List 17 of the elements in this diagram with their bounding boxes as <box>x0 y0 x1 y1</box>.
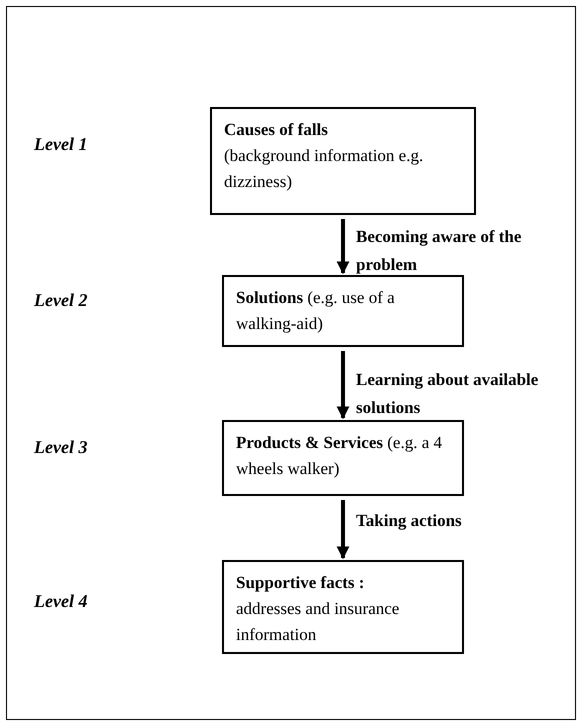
process-box <box>222 420 464 496</box>
process-box <box>222 560 464 654</box>
arrow <box>336 351 350 420</box>
box-text: Products & Services (e.g. a 4 wheels walker) <box>236 432 444 480</box>
arrow <box>336 219 350 274</box>
box-text: addresses and insurance information <box>236 598 400 646</box>
arrow <box>336 500 350 560</box>
box-heading: Causes of falls <box>224 119 329 141</box>
process-box <box>210 107 476 215</box>
box-text: Solutions (e.g. use of a walking-aid) <box>236 287 396 335</box>
process-box <box>222 275 464 347</box>
level-label: Level 1 <box>34 134 88 155</box>
level-label: Level 3 <box>34 437 88 458</box>
level-label: Level 4 <box>34 591 88 612</box>
level-label: Level 2 <box>34 290 88 311</box>
box-heading: Supportive facts : <box>236 572 366 594</box>
box-text: (background information e.g. dizziness) <box>224 145 424 193</box>
